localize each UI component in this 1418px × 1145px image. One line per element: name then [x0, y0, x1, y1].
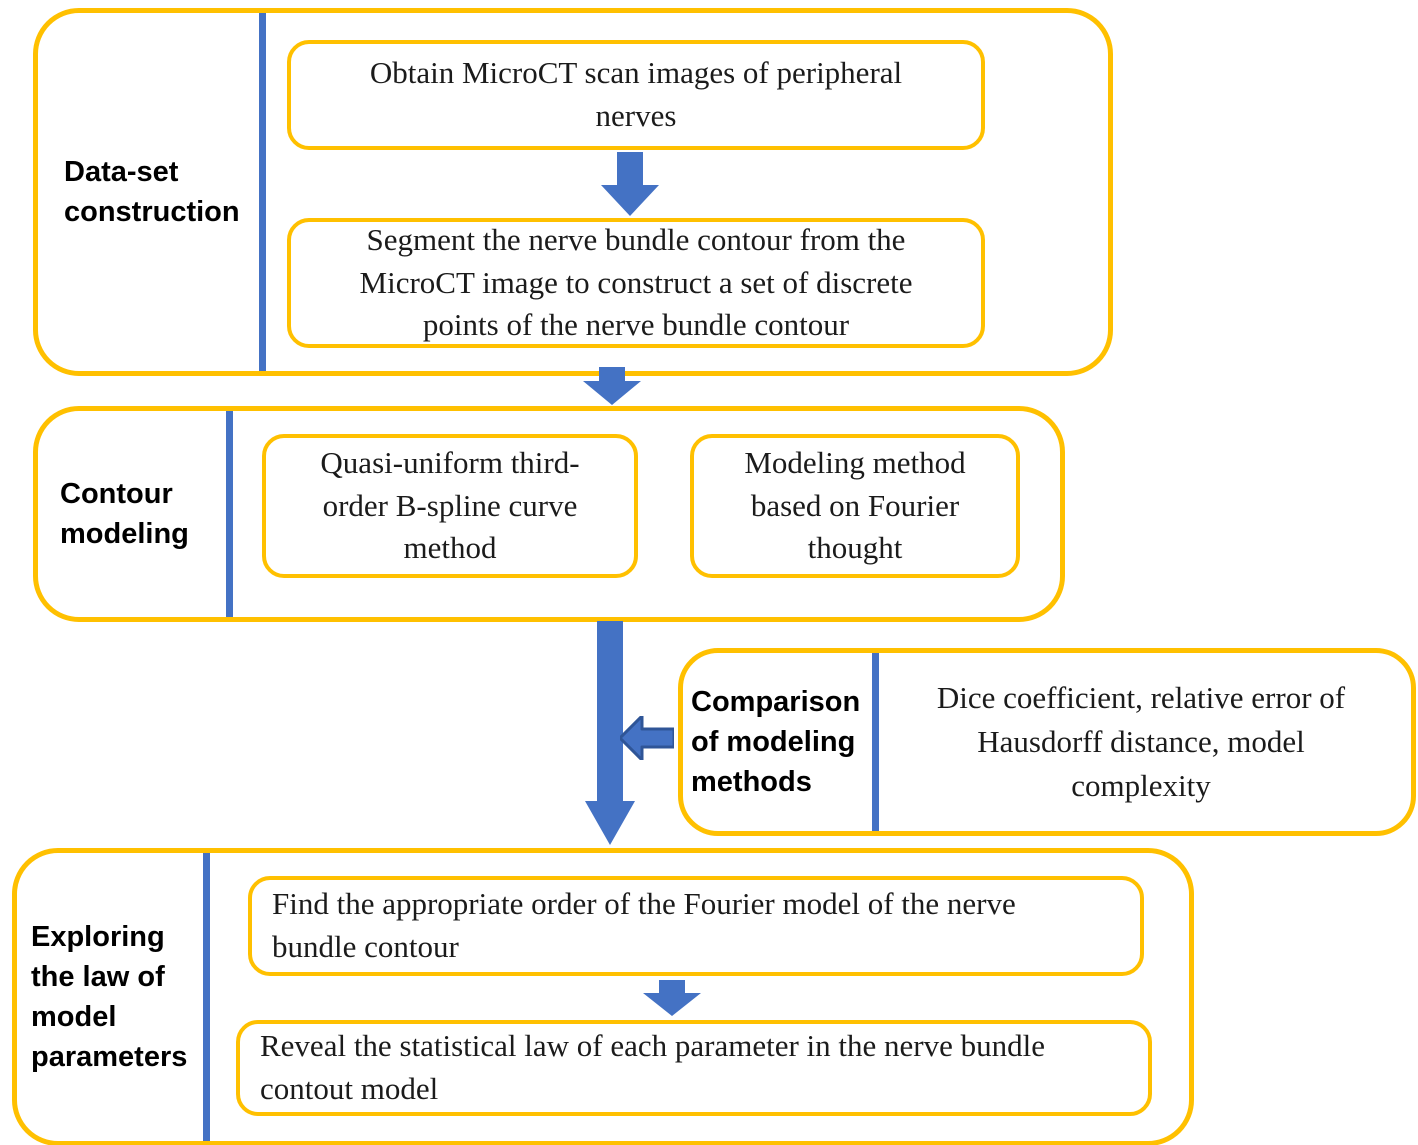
step-segment-contour: Segment the nerve bundle contour from th… — [287, 218, 985, 348]
arrow-down-icon — [643, 980, 701, 1016]
arrow-left-icon — [620, 716, 674, 760]
section-label-comparison: Comparison of modeling methods — [691, 685, 861, 798]
section-divider-line — [226, 411, 233, 617]
arrow-down-icon — [601, 152, 659, 216]
method-fourier: Modeling method based on Fourier thought — [690, 434, 1020, 578]
section-divider-line — [259, 13, 266, 371]
method-bspline: Quasi-uniform third- order B-spline curv… — [262, 434, 638, 578]
comparison-metrics-text: Dice coefficient, relative error of Haus… — [936, 679, 1346, 803]
section-divider-line — [872, 653, 879, 831]
section-contour-modeling: Contour modeling Quasi-uniform third- or… — [33, 406, 1065, 622]
section-comparison-methods: Comparison of modeling methods Dice coef… — [678, 648, 1416, 836]
section-dataset-construction: Data-set construction Obtain MicroCT sca… — [33, 8, 1113, 376]
section-divider-line — [203, 853, 210, 1141]
step-find-fourier-order: Find the appropriate order of the Fourie… — [248, 876, 1144, 976]
section-label-dataset: Data-set construction — [64, 155, 240, 228]
step-reveal-statistical-law: Reveal the statistical law of each param… — [236, 1020, 1152, 1116]
arrow-down-icon — [583, 367, 641, 405]
arrow-down-long-icon — [585, 621, 635, 845]
section-label-contour: Contour modeling — [60, 477, 189, 550]
step-obtain-microct-images: Obtain MicroCT scan images of peripheral… — [287, 40, 985, 150]
section-label-exploring: Exploring the law of model parameters — [31, 920, 188, 1074]
section-exploring-parameters: Exploring the law of model parameters Fi… — [12, 848, 1194, 1145]
